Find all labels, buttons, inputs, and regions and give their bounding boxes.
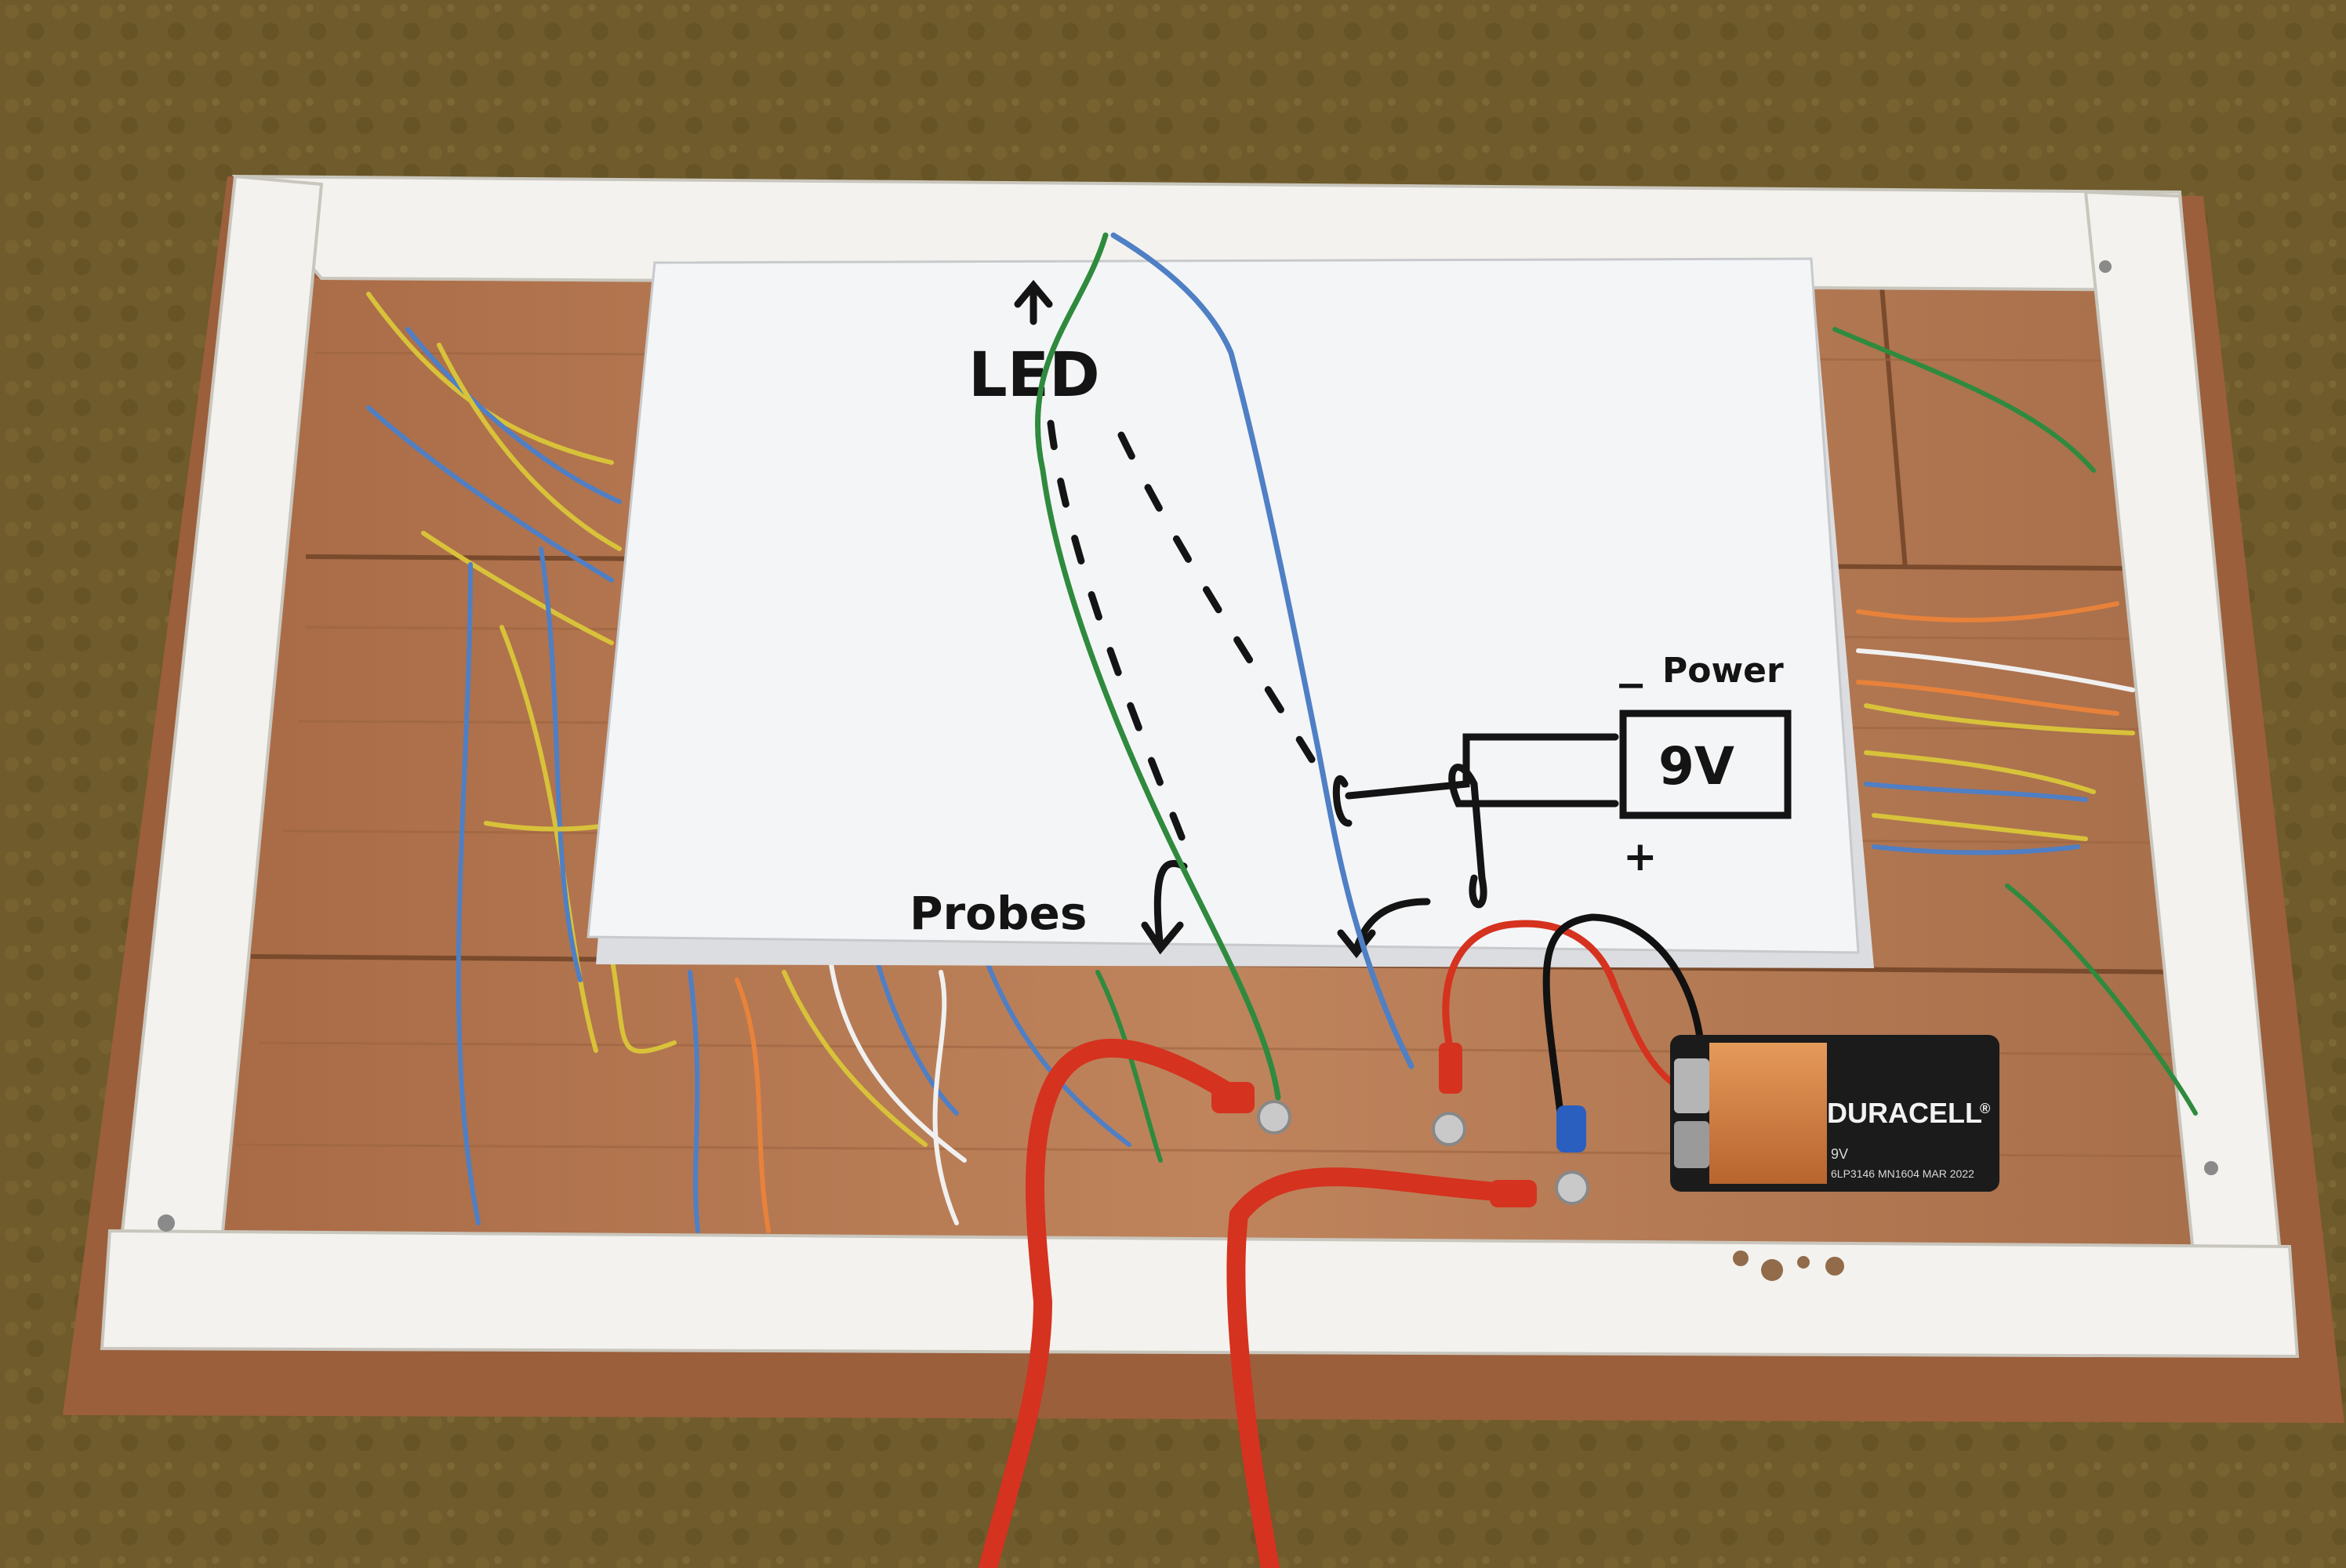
battery-voltage-label: 9V: [1658, 736, 1734, 797]
probes-label: Probes: [910, 887, 1087, 940]
led-wires: [1034, 232, 1414, 1101]
ring-terminals: [1211, 1043, 1589, 1207]
wires-right: [1832, 327, 2198, 1116]
battery-model: 6LP3146 MN1604 MAR 2022: [1831, 1167, 1974, 1180]
dashed-trace-left: [1047, 419, 1196, 866]
battery-registered-mark: ®: [1980, 1101, 1990, 1116]
paper-sheet: [586, 257, 1874, 968]
screws: [158, 260, 2218, 1232]
dashed-trace-right: [1117, 431, 1321, 772]
red-power-wires: [979, 1038, 1507, 1568]
led-arrow: [1014, 279, 1053, 325]
wires-left: [366, 292, 1163, 1233]
battery-9v: DURACELL ® 9V 6LP3146 MN1604 MAR 2022: [1670, 1035, 1999, 1192]
red-wire-battery: [1442, 920, 1619, 1051]
minus-sign: −: [1615, 663, 1647, 707]
battery-brand: DURACELL: [1827, 1097, 1982, 1129]
led-label: LED: [968, 340, 1100, 411]
black-wire-battery: [1542, 913, 1706, 1114]
rust-spots: [1733, 1250, 1844, 1281]
battery-voltage: 9V: [1831, 1146, 1848, 1162]
plus-sign: +: [1623, 833, 1658, 880]
wiring-diagram: [1014, 279, 1792, 959]
power-label: Power: [1662, 651, 1784, 691]
battery-symbol-box: [1619, 710, 1792, 819]
probe-arrow-left: [1141, 859, 1188, 955]
